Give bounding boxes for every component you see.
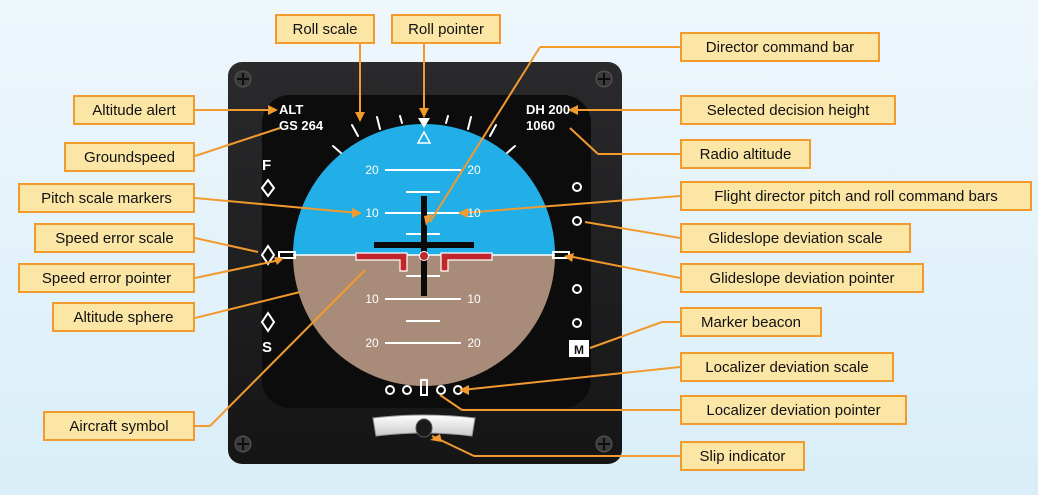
label-groundspeed: Groundspeed (64, 142, 195, 172)
pitch-label-up10-left: 10 (365, 206, 379, 220)
decision-height-text: DH 200 (526, 102, 570, 117)
label-selected-decision-height: Selected decision height (680, 95, 896, 125)
leader-lines (194, 44, 681, 457)
director-pitch-bar (374, 242, 474, 248)
label-glideslope-deviation-pointer: Glideslope deviation pointer (680, 263, 924, 293)
label-aircraft-symbol: Aircraft symbol (43, 411, 195, 441)
label-localizer-deviation-pointer: Localizer deviation pointer (680, 395, 907, 425)
pitch-label-down10-left: 10 (365, 292, 379, 306)
label-speed-error-pointer: Speed error pointer (18, 263, 195, 293)
glideslope-deviation-scale (572, 182, 582, 328)
pitch-label-down10-right: 10 (467, 292, 481, 306)
screw-icon (234, 70, 252, 88)
label-director-command-bar: Director command bar (680, 32, 880, 62)
aircraft-symbol (355, 252, 493, 272)
label-roll-pointer: Roll pointer (391, 14, 501, 44)
pitch-label-up10-right: 10 (467, 206, 481, 220)
roll-pointer (416, 130, 432, 144)
speed-error-pointer (278, 251, 296, 259)
label-radio-altitude: Radio altitude (680, 139, 811, 169)
label-localizer-deviation-scale: Localizer deviation scale (680, 352, 894, 382)
marker-beacon-text: M (574, 343, 584, 357)
aircraft-center-dot (419, 251, 429, 261)
altitude-alert-text: ALT (279, 102, 303, 117)
pitch-label-down20-left: 20 (365, 336, 379, 350)
label-slip-indicator: Slip indicator (680, 441, 805, 471)
label-speed-error-scale: Speed error scale (34, 223, 195, 253)
marker-beacon-box (569, 340, 589, 357)
localizer-deviation-pointer (420, 379, 428, 396)
label-roll-scale: Roll scale (275, 14, 375, 44)
pitch-label-down20-right: 20 (467, 336, 481, 350)
label-glideslope-deviation-scale: Glideslope deviation scale (680, 223, 911, 253)
label-altitude-alert: Altitude alert (73, 95, 195, 125)
speed-slow-text: S (262, 339, 272, 356)
screw-icon (595, 70, 613, 88)
speed-fast-text: F (262, 157, 271, 174)
label-fd-command-bars: Flight director pitch and roll command b… (680, 181, 1032, 211)
label-altitude-sphere: Altitude sphere (52, 302, 195, 332)
pitch-label-up20-left: 20 (365, 163, 379, 177)
roll-pointer-marker (418, 118, 430, 128)
screw-icon (234, 435, 252, 453)
leader-arrowheads (268, 105, 578, 442)
pitch-label-up20-right: 20 (467, 163, 481, 177)
speed-error-scale (260, 178, 276, 333)
label-marker-beacon: Marker beacon (680, 307, 822, 337)
groundspeed-text: GS 264 (279, 118, 324, 133)
label-pitch-scale-markers: Pitch scale markers (18, 183, 195, 213)
roll-scale (332, 115, 516, 154)
radio-altitude-text: 1060 (526, 118, 555, 133)
slip-indicator-ball (415, 418, 433, 438)
screw-icon (595, 435, 613, 453)
